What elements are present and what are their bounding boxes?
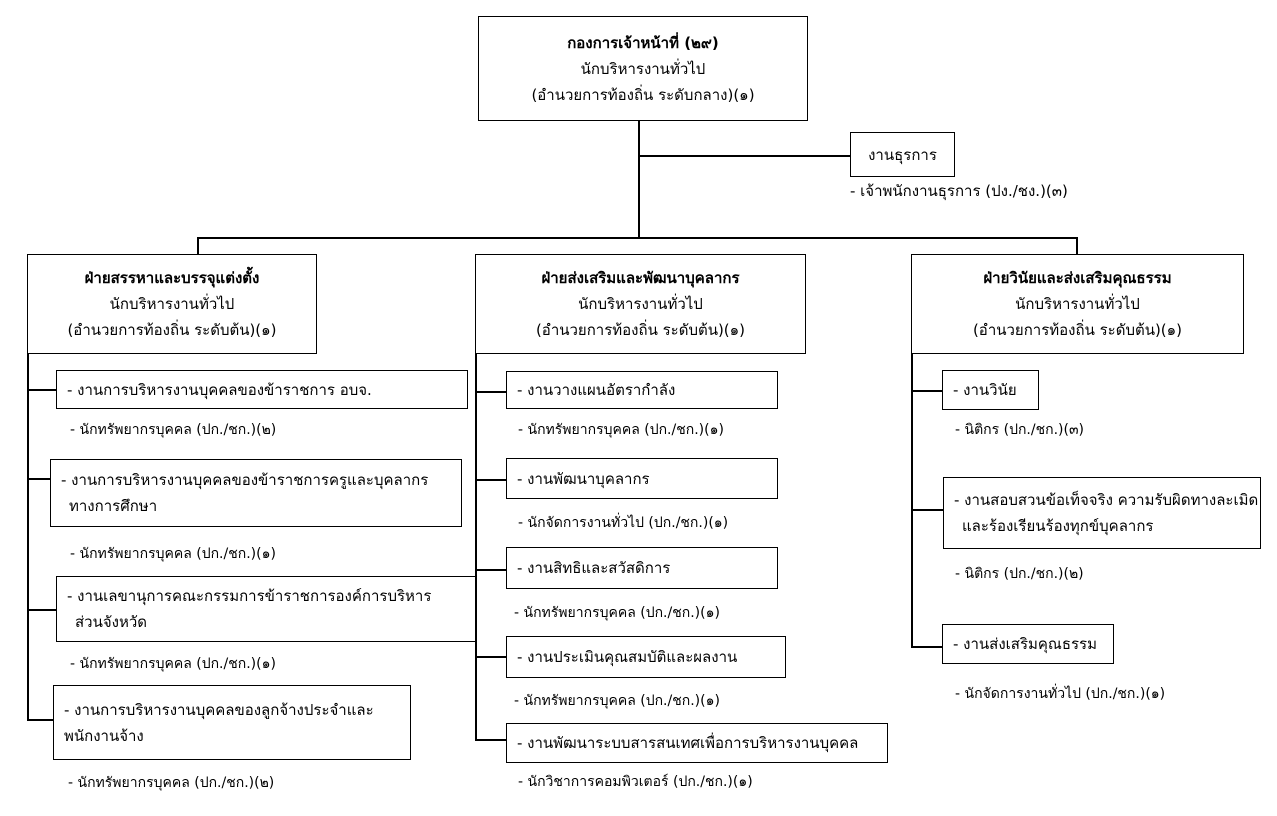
connector-line <box>27 609 56 611</box>
task-box: - งานวางแผนอัตรากำลัง <box>506 371 778 409</box>
task-label: - งานสิทธิและสวัสดิการ <box>517 559 671 577</box>
connector-line <box>911 390 942 392</box>
division-level: (อำนวยการท้องถิ่น ระดับต้น)(๑) <box>535 321 746 339</box>
top-unit-level: (อำนวยการท้องถิ่น ระดับกลาง)(๑) <box>531 85 755 104</box>
task-label: - งานวางแผนอัตรากำลัง <box>517 381 676 399</box>
top-unit-title: กองการเจ้าหน้าที่ (๒๙) <box>567 33 719 52</box>
admin-label: งานธุรการ <box>868 145 937 164</box>
task-label-cont: และร้องเรียนร้องทุกข์บุคลากร <box>962 517 1154 535</box>
task-label: - งานการบริหารงานบุคคลของลูกจ้างประจำและ <box>64 700 374 719</box>
task-staff: - นักทรัพยากรบุคคล (ปก./ชก.)(๒) <box>70 422 277 438</box>
connector-line <box>911 354 913 647</box>
division-title: ฝ่ายสรรหาและบรรจุแต่งตั้ง <box>84 269 260 287</box>
connector-line <box>911 509 943 511</box>
task-box: - งานพัฒนาระบบสารสนเทศเพื่อการบริหารงานบ… <box>506 723 888 763</box>
connector-line <box>475 354 477 740</box>
division-box-discipline: ฝ่ายวินัยและส่งเสริมคุณธรรม นักบริหารงาน… <box>911 254 1244 354</box>
division-position: นักบริหารงานทั่วไป <box>109 295 235 313</box>
connector-line <box>638 121 640 238</box>
task-box: - งานการบริหารงานบุคคลของข้าราชการ อบจ. <box>56 370 468 409</box>
connector-line <box>27 354 29 720</box>
task-box: - งานเลขานุการคณะกรรมการข้าราชการองค์การ… <box>56 576 476 642</box>
task-staff: - นักทรัพยากรบุคคล (ปก./ชก.)(๑) <box>514 693 720 709</box>
task-staff: - นักจัดการงานทั่วไป (ปก./ชก.)(๑) <box>955 686 1166 702</box>
connector-line <box>27 478 50 480</box>
division-box-recruitment: ฝ่ายสรรหาและบรรจุแต่งตั้ง นักบริหารงานทั… <box>27 254 317 354</box>
task-staff: - นักทรัพยากรบุคคล (ปก./ชก.)(๑) <box>70 656 276 672</box>
task-box: - งานพัฒนาบุคลากร <box>506 458 778 499</box>
connector-line <box>27 389 56 391</box>
task-box: - งานสิทธิและสวัสดิการ <box>506 547 778 589</box>
task-label: - งานประเมินคุณสมบัติและผลงาน <box>517 648 738 666</box>
division-title: ฝ่ายวินัยและส่งเสริมคุณธรรม <box>983 269 1172 287</box>
task-label: - งานการบริหารงานบุคคลของข้าราชการครูและ… <box>61 471 429 489</box>
division-level: (อำนวยการท้องถิ่น ระดับต้น)(๑) <box>972 321 1183 339</box>
task-staff: - นักทรัพยากรบุคคล (ปก./ชก.)(๑) <box>514 605 720 621</box>
task-staff: - นักทรัพยากรบุคคล (ปก./ชก.)(๑) <box>70 546 276 562</box>
connector-line <box>475 391 506 393</box>
connector-line <box>475 479 506 481</box>
division-position: นักบริหารงานทั่วไป <box>578 295 703 313</box>
task-label: - งานเลขานุการคณะกรรมการข้าราชการองค์การ… <box>67 587 432 605</box>
task-box: - งานการบริหารงานบุคคลของข้าราชการครูและ… <box>50 459 462 527</box>
connector-line <box>197 237 199 255</box>
task-staff: - นักวิชาการคอมพิวเตอร์ (ปก./ชก.)(๑) <box>518 774 753 790</box>
task-label-cont: พนักงานจ้าง <box>64 726 144 745</box>
connector-line <box>638 155 850 157</box>
division-position: นักบริหารงานทั่วไป <box>1015 295 1140 313</box>
task-label-cont: ส่วนจังหวัด <box>75 613 147 631</box>
task-label-cont: ทางการศึกษา <box>69 497 158 515</box>
connector-line <box>1076 237 1078 255</box>
admin-box: งานธุรการ <box>850 132 955 177</box>
task-box: - งานสอบสวนข้อเท็จจริง ความรับผิดทางละเม… <box>943 477 1261 549</box>
task-box: - งานวินัย <box>942 370 1039 410</box>
task-label: - งานวินัย <box>953 381 1017 399</box>
connector-line <box>911 646 942 648</box>
connector-line <box>475 739 506 741</box>
task-staff: - นิติกร (ปก./ชก.)(๓) <box>955 422 1084 438</box>
connector-line <box>475 569 506 571</box>
division-title: ฝ่ายส่งเสริมและพัฒนาบุคลากร <box>541 269 740 287</box>
task-box: - งานการบริหารงานบุคคลของลูกจ้างประจำและ… <box>53 685 411 760</box>
task-staff: - นักจัดการงานทั่วไป (ปก./ชก.)(๑) <box>518 515 729 531</box>
task-label: - งานพัฒนาระบบสารสนเทศเพื่อการบริหารงานบ… <box>517 734 859 752</box>
task-label: - งานสอบสวนข้อเท็จจริง ความรับผิดทางละเม… <box>954 491 1259 509</box>
division-box-development: ฝ่ายส่งเสริมและพัฒนาบุคลากร นักบริหารงาน… <box>475 254 806 354</box>
admin-staff: - เจ้าพนักงานธุรการ (ปง./ชง.)(๓) <box>850 182 1068 200</box>
connector-line <box>197 237 1077 239</box>
division-level: (อำนวยการท้องถิ่น ระดับต้น)(๑) <box>67 321 277 339</box>
task-staff: - นักทรัพยากรบุคคล (ปก./ชก.)(๑) <box>518 422 724 438</box>
task-label: - งานส่งเสริมคุณธรรม <box>953 635 1097 653</box>
top-unit-box: กองการเจ้าหน้าที่ (๒๙) นักบริหารงานทั่วไ… <box>478 16 808 121</box>
task-staff: - นักทรัพยากรบุคคล (ปก./ชก.)(๒) <box>68 775 275 791</box>
task-box: - งานประเมินคุณสมบัติและผลงาน <box>506 636 786 678</box>
connector-line <box>27 719 53 721</box>
task-staff: - นิติกร (ปก./ชก.)(๒) <box>955 566 1084 582</box>
top-unit-position: นักบริหารงานทั่วไป <box>580 59 706 78</box>
task-label: - งานการบริหารงานบุคคลของข้าราชการ อบจ. <box>67 380 372 399</box>
task-label: - งานพัฒนาบุคลากร <box>517 469 650 488</box>
task-box: - งานส่งเสริมคุณธรรม <box>942 624 1114 664</box>
connector-line <box>475 656 506 658</box>
